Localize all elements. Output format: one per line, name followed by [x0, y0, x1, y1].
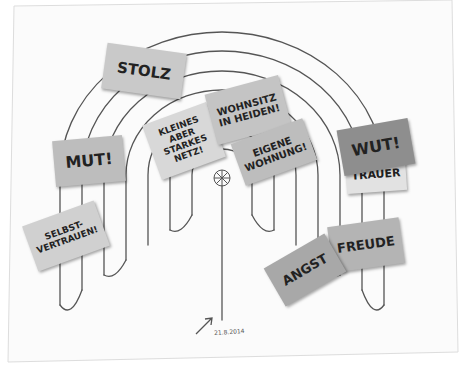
- card-text: FREUDE: [332, 233, 399, 256]
- labyrinth-turn: [362, 290, 384, 310]
- labyrinth-turn: [252, 215, 274, 231]
- labyrinth-axis: [221, 186, 222, 320]
- wheel-rim: [214, 170, 230, 186]
- card-text: WUT!: [342, 133, 410, 162]
- labyrinth-turn: [60, 290, 82, 310]
- paper-sheet: [8, 0, 458, 362]
- wheel-spokes: [214, 170, 230, 186]
- labyrinth-turn: [104, 260, 126, 276]
- emotion-card: MUT!: [52, 135, 126, 187]
- card-text: STOLZ: [106, 58, 182, 85]
- card-text: KLEINES ABER STARKES NETZ!: [148, 112, 220, 170]
- card-text: SELBST- VERTRAUEN!: [30, 215, 103, 258]
- entry-arrow: [196, 318, 212, 334]
- card-text: MUT!: [56, 149, 121, 172]
- labyrinth-turn: [170, 215, 192, 231]
- center-wheel: [214, 170, 230, 186]
- card-text: WOHNSITZ IN HEIDEN!: [211, 90, 284, 129]
